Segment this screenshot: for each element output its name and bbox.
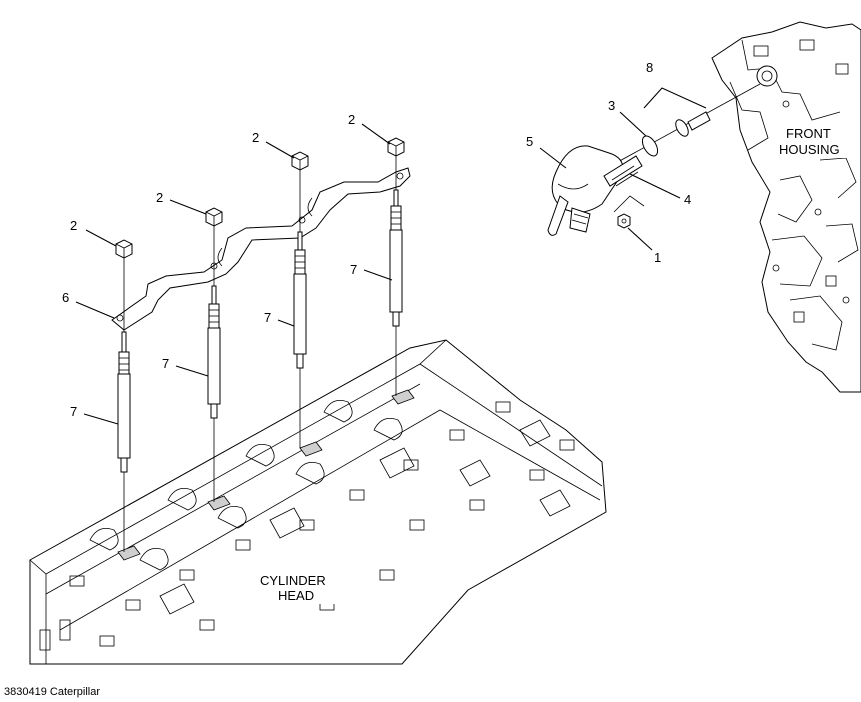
seal [675,119,689,137]
bus-bar-harness [111,167,411,331]
figure-reference: 3830419 Caterpillar [4,686,101,698]
nut [205,207,223,227]
region-labels: FRONT HOUSING CYLINDER HEAD [256,124,848,604]
callout-3: 3 [608,98,615,113]
callout-5: 5 [526,134,533,149]
callout-6: 6 [62,290,69,305]
glow-plug [207,285,221,419]
callout-1: 1 [654,250,661,265]
seal-sleeve [687,111,711,131]
nut [387,137,405,157]
front-housing-label-line2: HOUSING [779,142,840,157]
callout-labels: 1 2 2 2 2 3 4 5 6 7 7 7 7 8 [62,60,691,419]
glow-plug-group [117,189,403,473]
callout-2: 2 [70,218,77,233]
washer [617,213,631,229]
cylinder-head-label-line2: HEAD [278,588,314,603]
sensor-assembly [547,83,761,236]
glow-plug [117,331,131,473]
callout-2: 2 [348,112,355,127]
callout-4: 4 [684,192,691,207]
o-ring [641,135,659,157]
leader-lines [75,111,681,425]
nut [115,239,133,259]
callout-8: 8 [646,60,653,75]
callout-7: 7 [264,310,271,325]
callout-2: 2 [252,130,259,145]
callout-7: 7 [162,356,169,371]
callout-7: 7 [70,404,77,419]
glow-plug [293,231,307,369]
callout-2: 2 [156,190,163,205]
nut-group [115,137,405,259]
glow-plug [389,189,403,327]
nut [291,151,309,171]
sensor-body [547,145,643,236]
front-housing-label-line1: FRONT [786,126,831,141]
cylinder-head-drawing [29,339,607,665]
callout-7: 7 [350,262,357,277]
front-housing-drawing [711,21,861,393]
cylinder-head-label-line1: CYLINDER [260,573,326,588]
